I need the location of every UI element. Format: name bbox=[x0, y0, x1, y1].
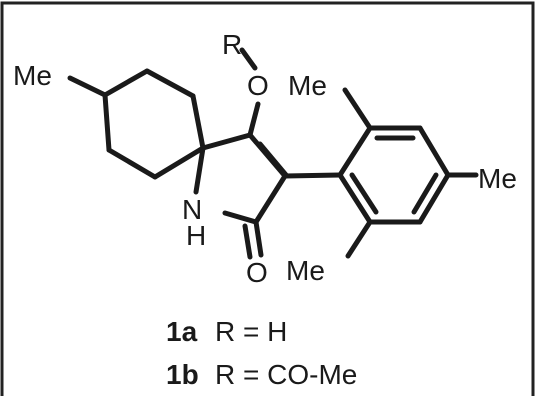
methyl-bond-cyclohexyl bbox=[67, 75, 108, 98]
nitrogen-label: N bbox=[182, 194, 202, 225]
compound-legend: 1a R = H 1b R = CO-Me bbox=[166, 316, 357, 390]
mesityl-ring bbox=[337, 125, 451, 225]
compound-definition-1a: R = H bbox=[215, 316, 287, 347]
nh-hydrogen-label: H bbox=[186, 220, 206, 251]
methyl-bond-ortho-top bbox=[342, 87, 373, 131]
compound-definition-1b: R = CO-Me bbox=[215, 359, 357, 390]
bond-oxygen-r bbox=[239, 47, 258, 71]
methyl-label-ortho-bottom: Me bbox=[286, 255, 325, 286]
carbonyl-bond-2 bbox=[242, 223, 253, 260]
methyl-label-para: Me bbox=[478, 163, 517, 194]
methyl-label-cyclohexyl: Me bbox=[13, 60, 52, 91]
r-group-label: R bbox=[222, 29, 242, 60]
compound-label-1b: 1b bbox=[166, 359, 199, 390]
cyclohexane-ring bbox=[102, 68, 206, 180]
carbonyl-oxygen-label: O bbox=[246, 257, 268, 288]
carbonyl-bond-1 bbox=[253, 219, 264, 258]
bond-to-aryl bbox=[282, 172, 343, 179]
ether-oxygen-label: O bbox=[247, 70, 269, 101]
compound-label-1a: 1a bbox=[166, 316, 198, 347]
bond-c4-oxygen bbox=[247, 101, 261, 138]
methyl-label-ortho-top: Me bbox=[288, 70, 327, 101]
methyl-bond-ortho-bottom bbox=[345, 219, 373, 259]
pyrrolinone-ring bbox=[193, 132, 289, 225]
